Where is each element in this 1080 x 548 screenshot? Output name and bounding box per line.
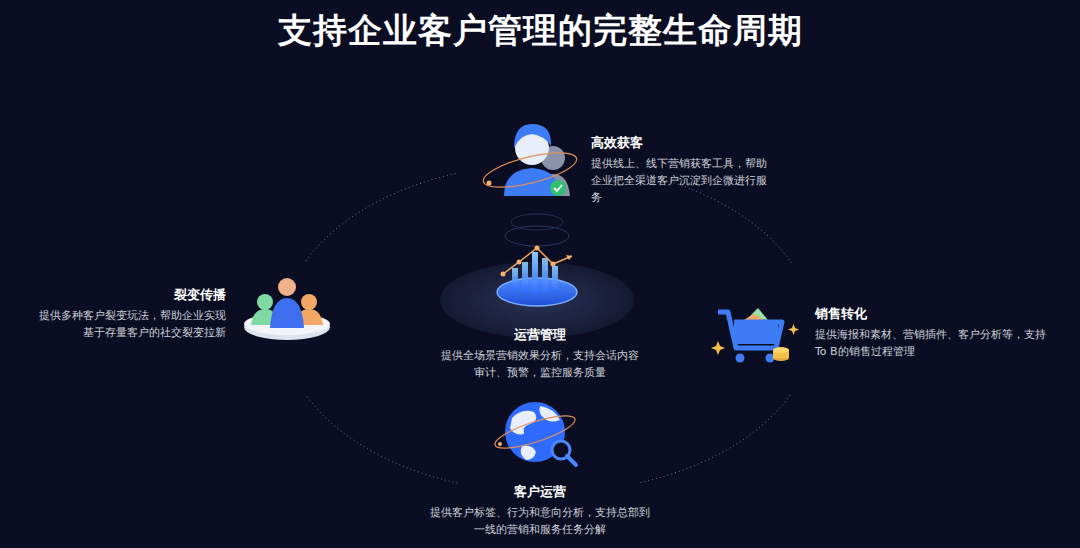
dotted-arc [639, 395, 790, 483]
dotted-arc [306, 173, 457, 261]
node-heading: 销售转化 [815, 305, 1051, 323]
sales-icon [711, 308, 799, 363]
node-description: 提供线上、线下营销获客工具，帮助企业把全渠道客户沉淀到企微进行服务 [591, 155, 776, 206]
customer-ops-node: 客户运营提供客户标签、行为和意向分析，支持总部到一线的营销和服务任务分解 [430, 483, 650, 538]
sales-node: 销售转化提供海报和素材、营销插件、客户分析等，支持To B的销售过程管理 [815, 305, 1051, 360]
acquisition-icon [480, 124, 579, 196]
operations-icon [440, 214, 634, 338]
customer-ops-icon [492, 402, 578, 465]
dotted-arc [643, 174, 792, 264]
fission-icon [244, 278, 330, 340]
node-description: 提供多种客户裂变玩法，帮助企业实现基于存量客户的社交裂变拉新 [30, 307, 226, 341]
fission-node: 裂变传播提供多种客户裂变玩法，帮助企业实现基于存量客户的社交裂变拉新 [30, 286, 226, 341]
node-heading: 运营管理 [438, 326, 642, 344]
operations-node: 运营管理提供全场景营销效果分析，支持会话内容审计、预警，监控服务质量 [438, 326, 642, 381]
node-heading: 高效获客 [591, 134, 776, 152]
diagram-title: 支持企业客户管理的完整生命周期 [0, 8, 1080, 54]
dotted-ring [306, 173, 792, 483]
node-description: 提供全场景营销效果分析，支持会话内容审计、预警，监控服务质量 [438, 347, 642, 381]
node-description: 提供客户标签、行为和意向分析，支持总部到一线的营销和服务任务分解 [430, 504, 650, 538]
node-heading: 裂变传播 [30, 286, 226, 304]
node-heading: 客户运营 [430, 483, 650, 501]
dotted-arc [306, 395, 457, 483]
acquisition-node: 高效获客提供线上、线下营销获客工具，帮助企业把全渠道客户沉淀到企微进行服务 [591, 134, 776, 206]
node-description: 提供海报和素材、营销插件、客户分析等，支持To B的销售过程管理 [815, 326, 1051, 360]
